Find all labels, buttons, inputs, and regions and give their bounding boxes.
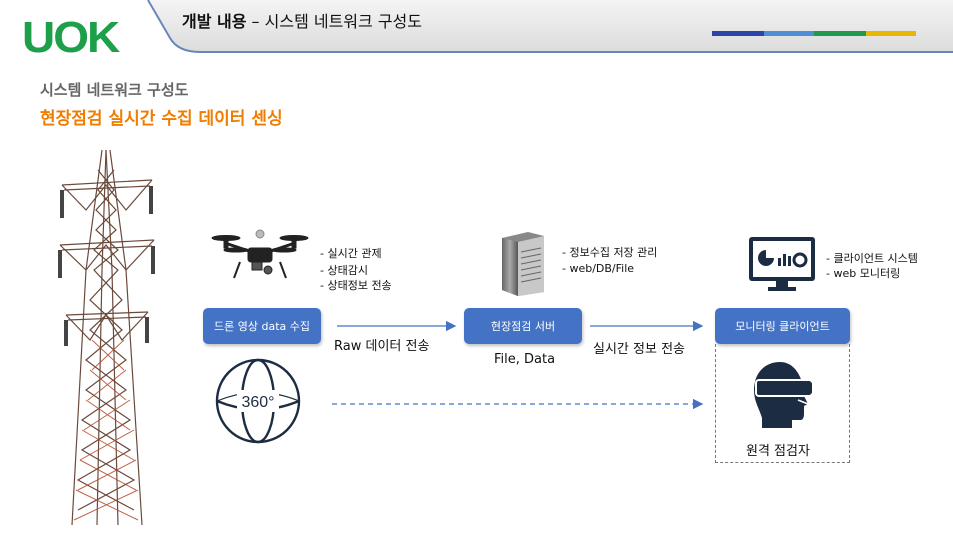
camera-360-icon: 360° (215, 358, 301, 444)
realtime-label: 실시간 정보 전송 (593, 342, 685, 357)
inspector-dashed-box (715, 344, 850, 463)
header-bar: UOK 개발 내용 – 시스템 네트워크 구성도 (0, 0, 953, 59)
header-title-rest: – 시스템 네트워크 구성도 (246, 12, 422, 31)
accent-bar-1 (712, 31, 764, 36)
server-icon (502, 232, 544, 296)
drone-note-3: - 상태정보 전송 (320, 279, 392, 292)
vr-headset-person-icon (754, 362, 813, 428)
header-title: 개발 내용 – 시스템 네트워크 구성도 (182, 8, 422, 32)
server-note-2: - web/DB/File (562, 262, 635, 275)
accent-bar-4 (866, 31, 916, 36)
client-note-1: - 클라이언트 시스템 (826, 252, 918, 265)
slide-title: 현장점검 실시간 수집 데이터 센싱 (40, 109, 283, 129)
header-title-bold: 개발 내용 (182, 12, 247, 31)
monitor-dashboard-icon (749, 237, 815, 291)
raw-data-label: Raw 데이터 전송 (334, 339, 430, 354)
file-data-label: File, Data (494, 352, 556, 367)
camera-360-label: 360° (241, 394, 274, 411)
inspector-label: 원격 점검자 (746, 444, 810, 459)
server-box: 현장점검 서버 (464, 308, 582, 344)
header-background (147, 0, 953, 53)
drone-note-2: - 상태감시 (320, 264, 368, 277)
slide-subtitle: 시스템 네트워크 구성도 (40, 81, 189, 99)
accent-bar-3 (814, 31, 866, 36)
drone-data-box: 드론 영상 data 수집 (203, 308, 321, 344)
transmission-tower-icon (58, 149, 155, 526)
drone-note-1: - 실시간 관제 (320, 247, 382, 260)
monitoring-client-box: 모니터링 클라이언트 (715, 308, 850, 344)
client-note-2: - web 모니터링 (826, 267, 901, 280)
server-note-1: - 정보수집 저장 관리 (562, 246, 658, 259)
accent-bar-2 (764, 31, 814, 36)
uok-logo: UOK (22, 12, 120, 62)
drone-icon (211, 229, 309, 279)
